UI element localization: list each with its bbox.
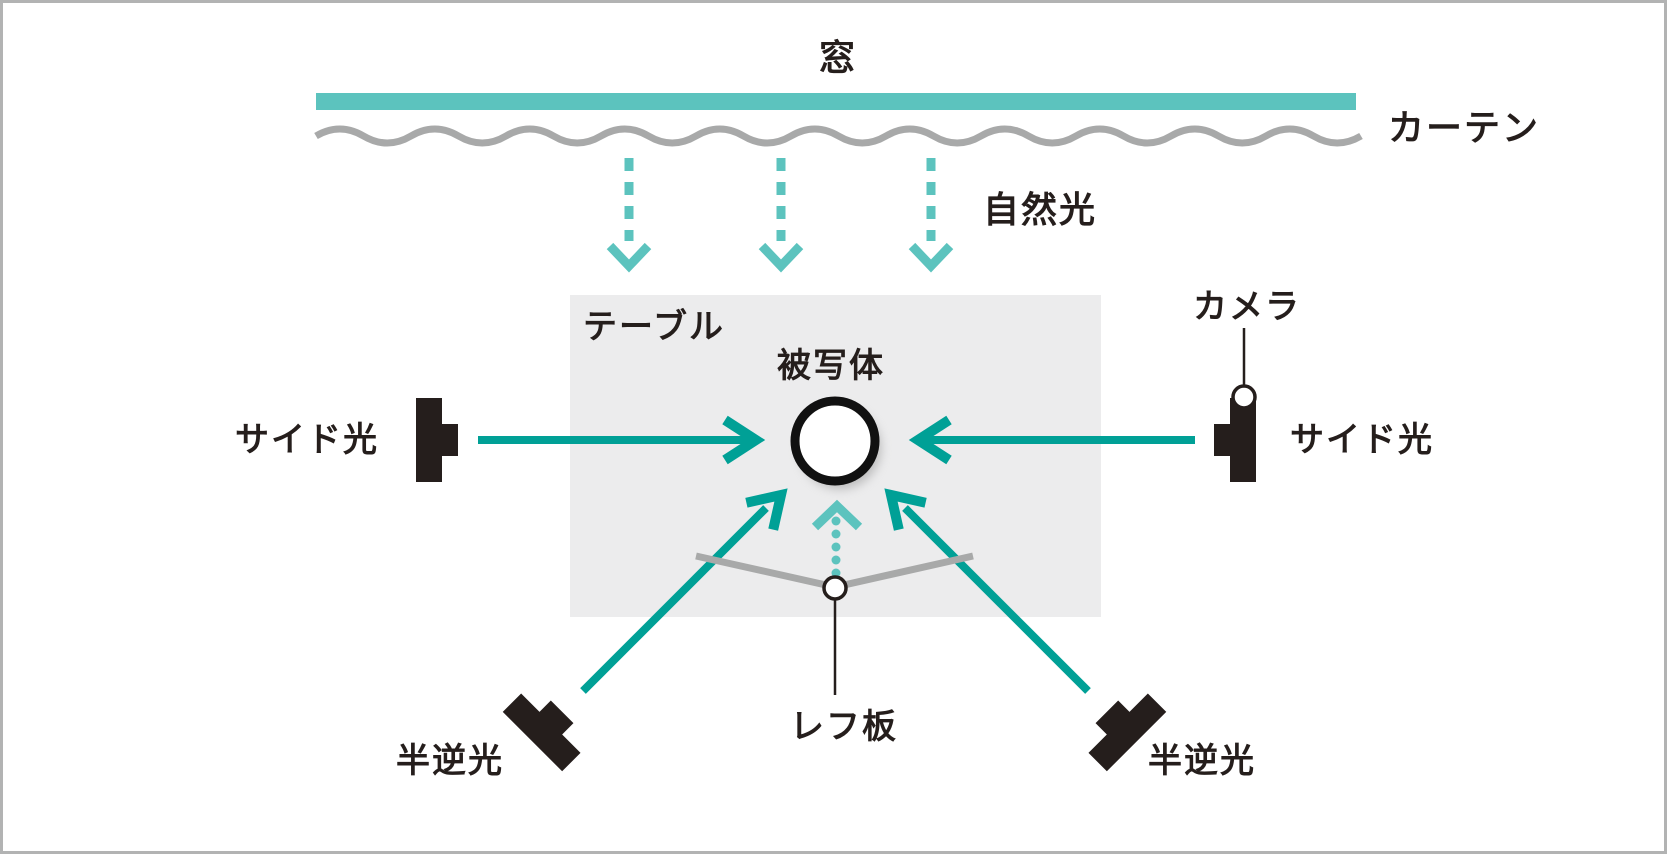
diagram-graphics — [314, 93, 1363, 772]
strobe-icon-bottom-right — [1088, 693, 1167, 772]
reflector-bounce-arrow — [811, 499, 863, 578]
side-light-label-left: サイド光 — [235, 420, 379, 460]
side-light-label-right: サイド光 — [1290, 420, 1434, 460]
camera-label: カメラ — [1193, 287, 1301, 327]
side-light-arrow-right — [908, 415, 1195, 465]
half-backlight-arrow-left — [580, 488, 788, 694]
window-bar — [316, 93, 1356, 110]
reflector-label: レフ板 — [790, 707, 898, 747]
half-backlight-arrow-right — [884, 488, 1091, 694]
half-backlight-label-left: 半逆光 — [396, 741, 504, 781]
strobe-icon-side-left — [416, 398, 458, 482]
camera-lens-icon — [1231, 384, 1257, 410]
curtain-wave — [314, 125, 1363, 147]
natural-light-label: 自然光 — [983, 190, 1098, 231]
window-label: 窓 — [818, 38, 858, 79]
strobe-icon-bottom-left — [502, 693, 581, 772]
half-backlight-label-right: 半逆光 — [1148, 741, 1256, 781]
strobe-icon-side-right — [1214, 398, 1256, 482]
natural-light-arrows — [606, 158, 954, 273]
subject-circle — [790, 396, 880, 486]
table-label: テーブル — [583, 307, 725, 347]
curtain-label: カーテン — [1388, 108, 1541, 149]
side-light-arrow-left — [478, 415, 766, 465]
reflector-pivot — [822, 575, 848, 601]
subject-label: 被写体 — [777, 346, 885, 386]
